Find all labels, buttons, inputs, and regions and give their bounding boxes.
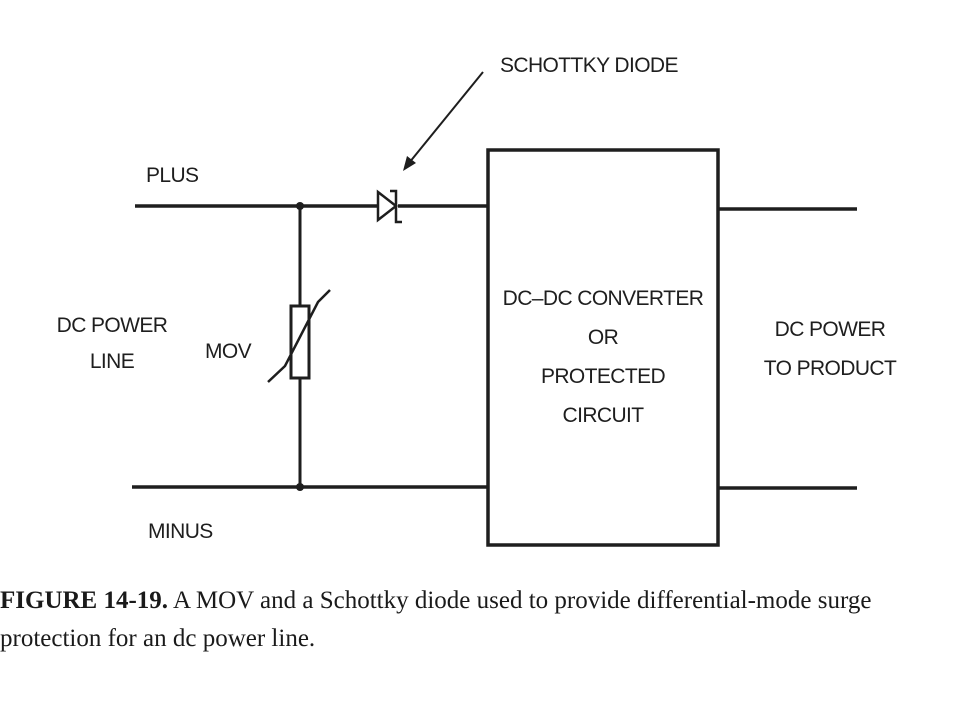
figure-caption: FIGURE 14-19. A MOV and a Schottky diode… [0,582,950,658]
caption-text-2: protection for an dc power line. [0,625,316,652]
schottky-diode-triangle [376,189,399,223]
dc-power-line-label-2: LINE [90,350,135,373]
mov-varistor-slash [267,289,331,383]
schottky-pointer-line [408,71,484,164]
circuit-diagram: SCHOTTKY DIODE PLUS MINUS DC POWER LINE … [57,54,898,547]
output-label-line-1: DC POWER [775,318,886,341]
schottky-pointer-arrowhead [403,156,416,171]
figure-number: FIGURE 14-19. [0,587,169,614]
schottky-diode-bar [390,189,402,224]
block-label-line-1: DC–DC CONVERTER [503,287,704,310]
block-label-line-4: CIRCUIT [563,404,645,427]
caption-line-2: protection for an dc power line. [0,620,950,658]
caption-line-1: FIGURE 14-19. A MOV and a Schottky diode… [0,582,950,620]
schottky-diode-label: SCHOTTKY DIODE [500,54,678,77]
mov-label: MOV [205,340,252,363]
minus-label: MINUS [148,520,213,543]
mov-body [289,304,311,380]
dc-dc-converter-block [486,148,720,547]
block-label-line-3: PROTECTED [541,365,666,388]
caption-text-1: A MOV and a Schottky diode used to provi… [172,587,872,614]
dc-power-line-label-1: DC POWER [57,314,168,337]
plus-label: PLUS [146,164,199,187]
output-label-line-2: TO PRODUCT [764,357,897,380]
block-label-line-2: OR [588,326,619,349]
